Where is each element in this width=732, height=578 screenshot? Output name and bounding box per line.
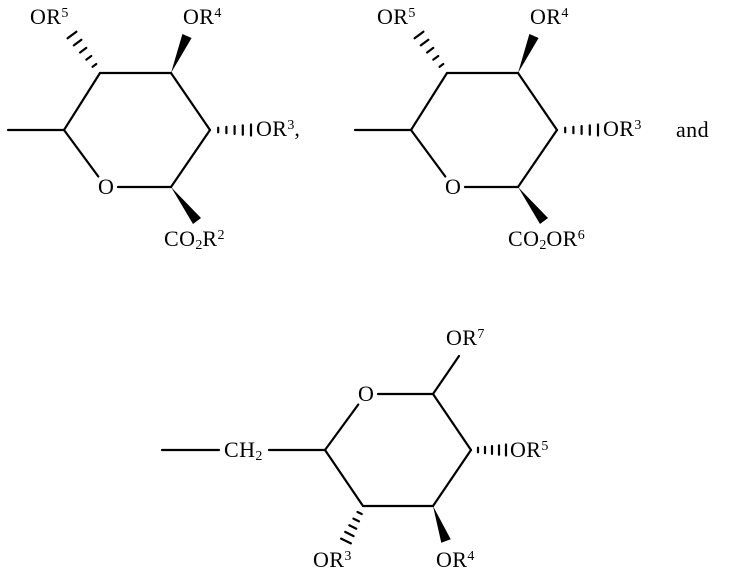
sugar1-or4-label: OR4 xyxy=(183,4,222,29)
sugar1-ring-oxygen-label: O xyxy=(98,174,115,199)
ring-bonds xyxy=(323,392,473,508)
or7-bond xyxy=(431,354,461,396)
sugar3-or3-label: OR3 xyxy=(313,547,352,572)
sugar1-or5-label: OR5 xyxy=(30,4,69,29)
sugar3-or5-label: OR5 xyxy=(510,437,549,462)
sugar2-or4-label: OR4 xyxy=(530,4,569,29)
sugar-1-skeleton xyxy=(6,30,253,226)
sugar2-or5-label: OR5 xyxy=(377,4,416,29)
and-conjunction: and xyxy=(676,117,709,142)
hash-bond-or3 xyxy=(340,510,363,545)
sugar2-or3-label: OR3 xyxy=(603,116,642,141)
hash-bond-or5 xyxy=(476,443,508,457)
sugar3-ch2-label: CH2 xyxy=(224,437,263,464)
sugar3-or7-label: OR7 xyxy=(446,325,485,350)
sugar2-ester-label: CO2OR6 xyxy=(508,226,585,253)
sugar1-or3-label: OR3, xyxy=(256,116,301,141)
sugar-2-skeleton xyxy=(353,30,600,226)
separator-comma: , xyxy=(294,116,301,141)
wedge-bond-or4 xyxy=(433,506,451,543)
sugar2-ring-oxygen-label: O xyxy=(445,174,462,199)
sugar1-ester-label: CO2R2 xyxy=(164,226,225,253)
sugar3-ring-oxygen-label: O xyxy=(358,381,375,406)
sugar-3-skeleton xyxy=(160,354,508,545)
sugar3-or4-label: OR4 xyxy=(436,547,475,572)
